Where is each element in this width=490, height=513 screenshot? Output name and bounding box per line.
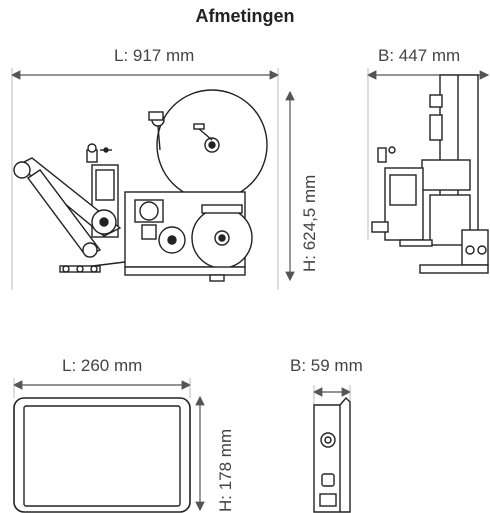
screen-width-label: B: 59 mm — [290, 356, 363, 375]
page-title: Afmetingen — [195, 6, 295, 26]
screen-length-label: L: 260 mm — [62, 356, 143, 375]
machine-length-label: L: 917 mm — [114, 46, 195, 65]
touchscreen-side-view — [313, 396, 351, 513]
machine-front-view — [13, 89, 268, 282]
machine-side-view — [371, 74, 489, 274]
touchscreen-front-view — [13, 397, 191, 513]
screen-length-dimension — [12, 378, 192, 398]
machine-length-dimension — [10, 68, 280, 290]
machine-width-label: B: 447 mm — [378, 46, 461, 65]
